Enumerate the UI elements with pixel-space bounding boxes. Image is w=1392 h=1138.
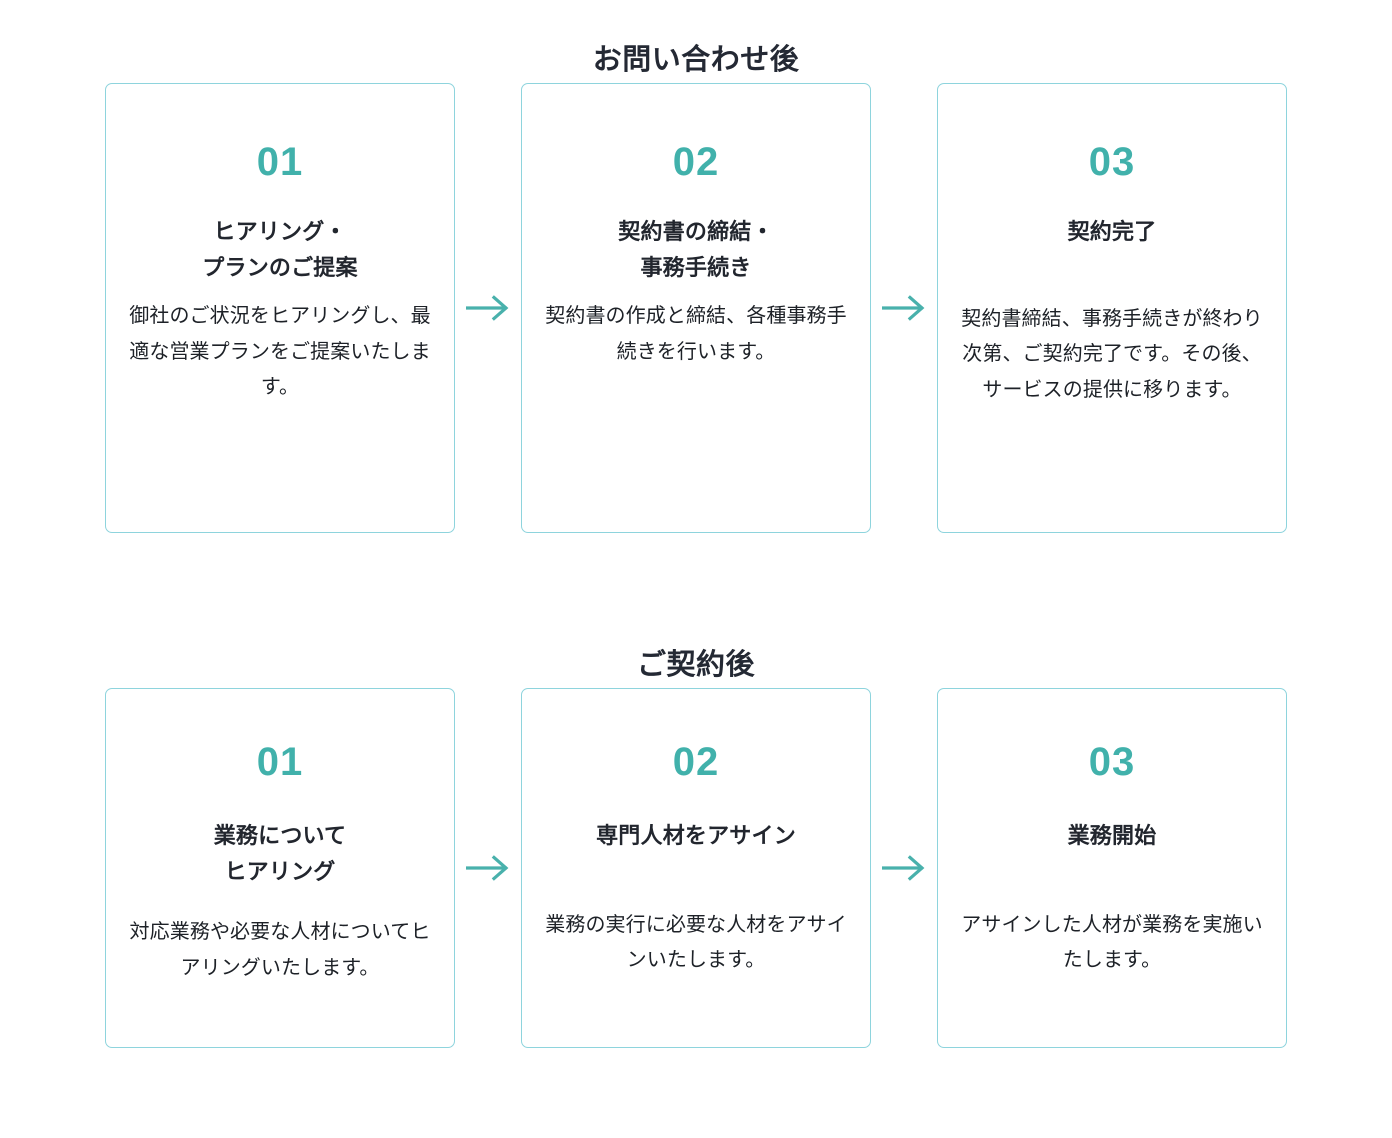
arrow-right-icon: [466, 295, 509, 321]
steps-row-after-inquiry: 01 ヒアリング・ プランのご提案 御社のご状況をヒアリングし、最適な営業プラン…: [0, 83, 1392, 533]
step-title-line: 専門人材をアサイン: [596, 823, 796, 848]
step-title: 業務について ヒアリング: [128, 818, 432, 889]
step-connector-2: [871, 83, 937, 533]
steps-row-after-contract: 01 業務について ヒアリング 対応業務や必要な人材についてヒアリングいたします…: [0, 688, 1392, 1048]
step-description: アサインした人材が業務を実施いたします。: [961, 913, 1263, 972]
arrow-right-icon: [466, 855, 509, 881]
step-title-line: 契約完了: [1067, 219, 1157, 244]
step-description: 契約書の作成と締結、各種事務手続きを行います。: [545, 305, 847, 363]
step-title-line: ヒアリング: [224, 858, 336, 884]
step-title-line: プランのご提案: [202, 254, 358, 280]
step-title-line: ヒアリング・: [213, 219, 347, 244]
step-number: 02: [672, 740, 720, 784]
step-title: ヒアリング・ プランのご提案: [128, 214, 432, 285]
step-title-line: 事務手続き: [640, 254, 752, 280]
step-title-line: 業務開始: [1067, 823, 1157, 848]
step-number: 02: [672, 140, 720, 184]
step-card-6[interactable]: 03 業務開始 アサインした人材が業務を実施いたします。: [937, 688, 1287, 1048]
step-card-5[interactable]: 02 専門人材をアサイン 業務の実行に必要な人材をアサインいたします。: [521, 688, 871, 1048]
step-number: 01: [256, 740, 304, 784]
step-card-4[interactable]: 01 業務について ヒアリング 対応業務や必要な人材についてヒアリングいたします…: [105, 688, 455, 1048]
step-card-3[interactable]: 03 契約完了 契約書締結、事務手続きが終わり次第、ご契約完了です。その後、サー…: [937, 83, 1287, 533]
step-card-2[interactable]: 02 契約書の締結・ 事務手続き 契約書の作成と締結、各種事務手続きを行います。: [521, 83, 871, 533]
step-title-line: 契約書の締結・: [618, 219, 774, 244]
step-title: 契約書の締結・ 事務手続き: [544, 214, 848, 285]
arrow-right-icon: [882, 295, 925, 321]
step-description: 御社のご状況をヒアリングし、最適な営業プランをご提案いたします。: [129, 305, 431, 399]
step-number: 03: [1088, 140, 1136, 184]
step-description: 対応業務や必要な人材についてヒアリングいたします。: [129, 921, 431, 979]
section-after-contract: ご契約後 01 業務について ヒアリング 対応業務や必要な人材についてヒアリング…: [0, 605, 1392, 1048]
step-number: 03: [1088, 740, 1136, 784]
section-title-after-inquiry: お問い合わせ後: [592, 44, 800, 76]
step-title-line: 業務について: [213, 823, 347, 848]
step-description: 契約書締結、事務手続きが終わり次第、ご契約完了です。その後、サービスの提供に移り…: [961, 307, 1263, 401]
step-connector-1: [455, 83, 521, 533]
step-connector-4: [871, 688, 937, 1048]
step-number: 01: [256, 140, 304, 184]
arrow-right-icon: [882, 855, 925, 881]
section-title-after-contract: ご契約後: [636, 649, 755, 681]
step-card-1[interactable]: 01 ヒアリング・ プランのご提案 御社のご状況をヒアリングし、最適な営業プラン…: [105, 83, 455, 533]
step-title: 契約完了: [960, 214, 1264, 250]
step-title: 業務開始: [960, 818, 1264, 854]
step-description: 業務の実行に必要な人材をアサインいたします。: [545, 913, 847, 972]
section-after-inquiry: お問い合わせ後 01 ヒアリング・ プランのご提案 御社のご状況をヒアリングし、…: [0, 0, 1392, 533]
step-title: 専門人材をアサイン: [544, 818, 848, 854]
step-connector-3: [455, 688, 521, 1048]
